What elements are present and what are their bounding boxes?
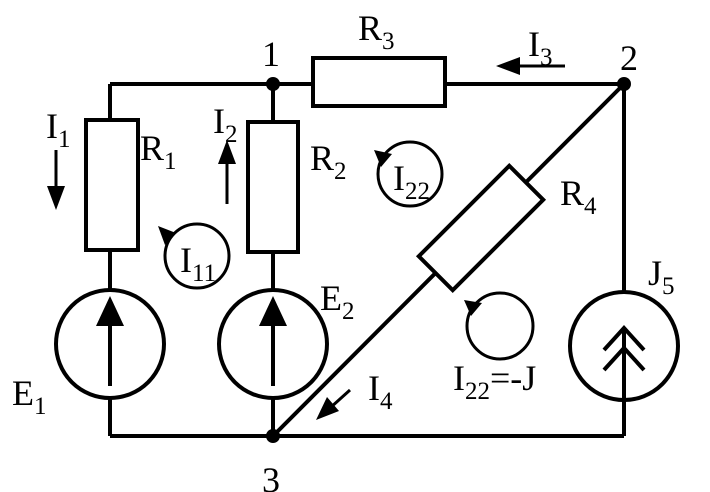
label-r1: R1: [140, 128, 177, 175]
emf-source-e2: [217, 288, 329, 400]
resistor-r4: [415, 162, 547, 294]
label-e2: E2: [320, 278, 355, 325]
label-r3: R3: [358, 8, 395, 55]
node-label-2: 2: [620, 38, 638, 78]
label-i2: I2: [213, 101, 238, 148]
loop-current-i11: [158, 222, 231, 290]
current-arrow-i2: [218, 140, 236, 204]
resistor-r3: [311, 56, 447, 108]
resistor-r2: [246, 120, 300, 254]
current-arrow-i1: [47, 150, 65, 210]
resistor-r1: [84, 118, 140, 252]
label-e1: E1: [12, 373, 47, 420]
label-i22-top: I22: [393, 158, 430, 205]
label-i3: I3: [528, 24, 553, 71]
label-i1: I1: [46, 106, 71, 153]
loop-current-i22-top: [374, 140, 444, 208]
node-dot-3: [266, 429, 280, 443]
node-label-3: 3: [262, 460, 280, 492]
label-i22-bottom: I22=-J: [453, 358, 536, 405]
node-label-1: 1: [262, 34, 280, 74]
loop-current-i22-bottom: [464, 291, 535, 361]
current-arrow-i3: [496, 57, 565, 75]
label-i4: I4: [368, 368, 393, 415]
current-arrow-i4: [316, 388, 352, 420]
node-dot-2: [617, 77, 631, 91]
label-i11: I11: [180, 240, 216, 287]
label-r2: R2: [310, 138, 347, 185]
label-r4: R4: [560, 173, 597, 220]
label-j5: J5: [648, 253, 675, 300]
current-source-j5: [568, 290, 680, 402]
node-dot-1: [266, 77, 280, 91]
emf-source-e1: [54, 288, 166, 400]
